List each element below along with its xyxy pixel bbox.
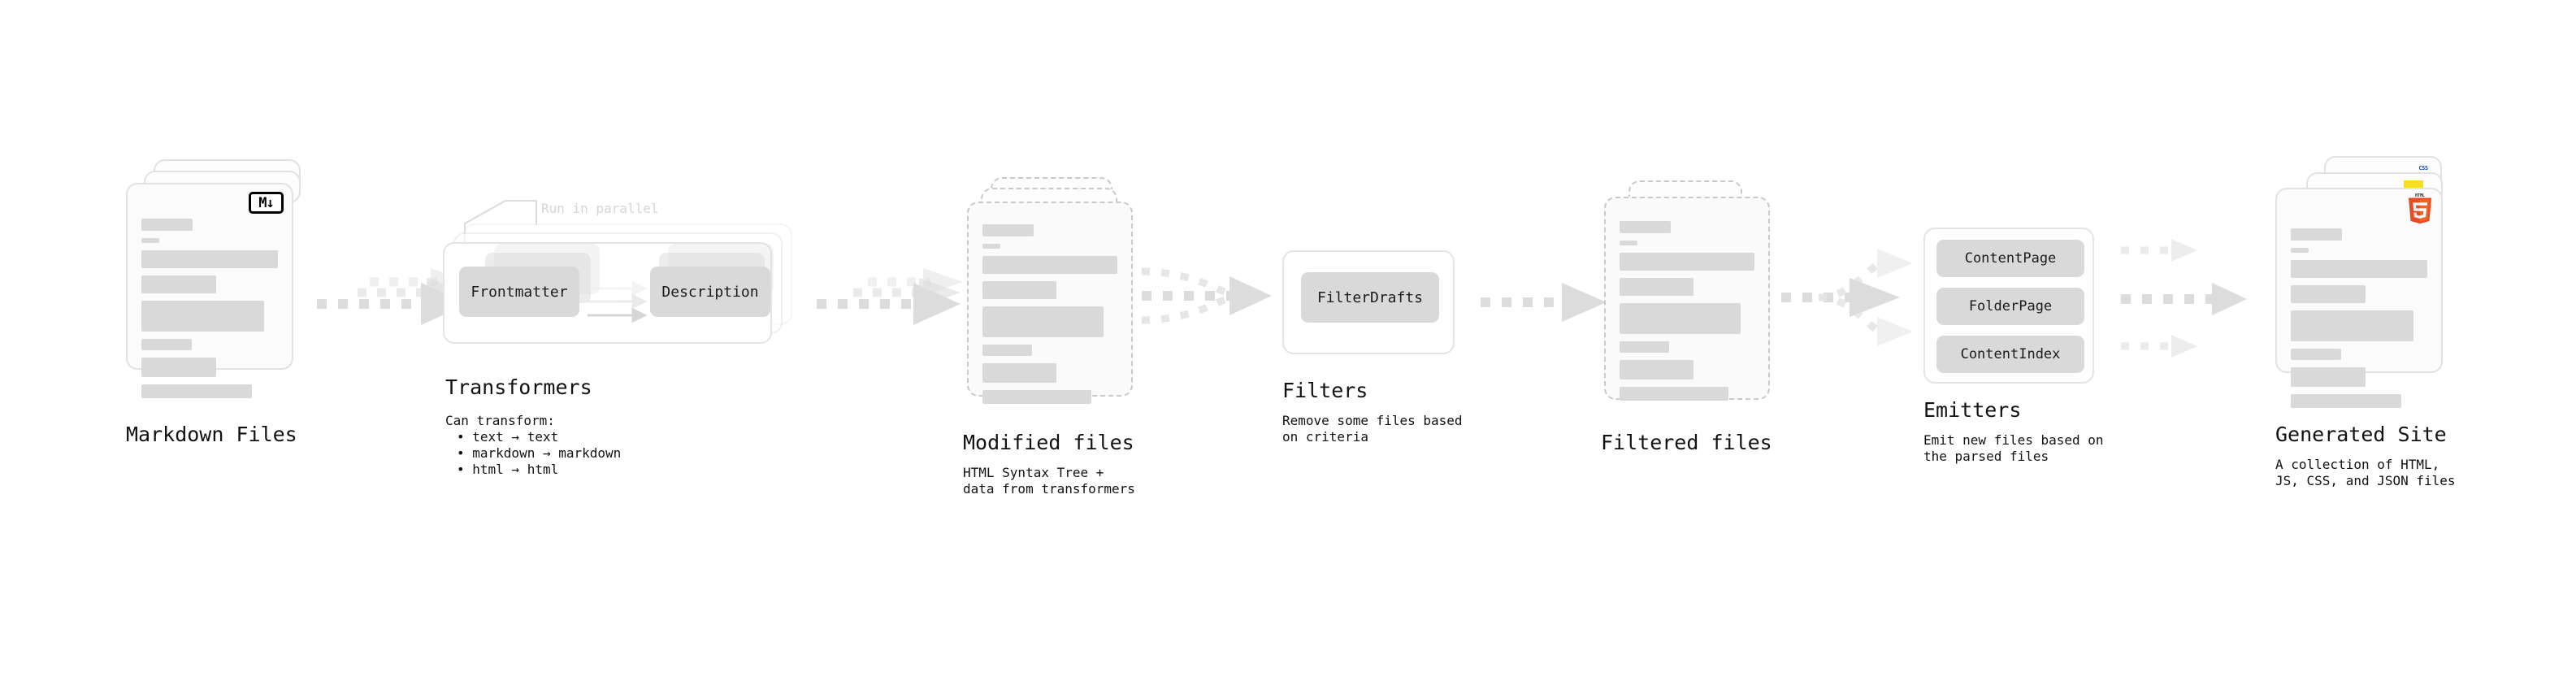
html5-badge-icon: HTML <box>2408 193 2432 224</box>
transformers-list: text → text markdown → markdown html → h… <box>445 429 621 478</box>
arrow-transformers-to-modified <box>817 268 963 325</box>
transformers-stack: Frontmatter Description <box>443 223 792 354</box>
filtered-file-placeholder-bars <box>1620 221 1754 408</box>
transformers-list-item: text → text <box>457 429 621 445</box>
modified-file-card-front <box>967 202 1133 404</box>
filtered-files-stack <box>1601 180 1776 401</box>
emitters-subtitle: Emit new files based on the parsed files <box>1923 432 2104 464</box>
transformers-list-item: html → html <box>457 462 621 478</box>
site-file-placeholder-bars <box>2291 228 2427 415</box>
markdown-file-card-front: M↓ <box>126 183 293 398</box>
chip-contentpage-label: ContentPage <box>1964 250 2057 267</box>
filtered-file-card-front <box>1604 197 1770 401</box>
arrow-filtered-to-emitters <box>1781 249 1913 346</box>
chip-folderpage[interactable]: FolderPage <box>1936 288 2084 325</box>
filtered-files-title: Filtered files <box>1601 431 1772 454</box>
chip-contentpage[interactable]: ContentPage <box>1936 240 2084 277</box>
arrow-emitters-to-site <box>2121 239 2247 358</box>
chip-filterdrafts-label: FilterDrafts <box>1316 288 1424 306</box>
generated-site-subtitle: A collection of HTML, JS, CSS, and JSON … <box>2275 457 2456 488</box>
filters-title: Filters <box>1282 379 1368 402</box>
markdown-files-title: Markdown Files <box>126 423 297 446</box>
chip-contentindex[interactable]: ContentIndex <box>1936 336 2084 373</box>
run-in-parallel-label: Run in parallel <box>541 201 659 216</box>
arrow-modified-to-filters <box>1141 267 1272 324</box>
chip-frontmatter-label: Frontmatter <box>471 283 568 301</box>
generated-site-title: Generated Site <box>2275 423 2447 446</box>
filters-box: FilterDrafts <box>1282 250 1455 354</box>
chip-filterdrafts[interactable]: FilterDrafts <box>1301 272 1439 323</box>
chip-folderpage-label: FolderPage <box>1968 298 2053 314</box>
transformers-capability-list: Can transform: text → text markdown → ma… <box>445 413 621 478</box>
transformer-inner-arrows <box>588 280 648 323</box>
emitters-box: ContentPage FolderPage ContentIndex <box>1923 228 2094 384</box>
emitters-title: Emitters <box>1923 398 2022 422</box>
transformers-list-item: markdown → markdown <box>457 445 621 462</box>
transformers-list-lead: Can transform: <box>445 413 555 428</box>
generated-site-stack: CSS HTML <box>2275 156 2458 408</box>
modified-file-placeholder-bars <box>982 224 1117 411</box>
filters-subtitle: Remove some files based on criteria <box>1282 413 1463 445</box>
markdown-files-stack: M↓ <box>126 159 301 398</box>
arrow-filters-to-filtered <box>1481 283 1607 322</box>
chip-description-label: Description <box>661 283 759 301</box>
markdown-badge-icon: M↓ <box>249 192 284 214</box>
modified-files-stack <box>963 177 1138 404</box>
css-badge-text: CSS <box>2418 165 2428 171</box>
transformers-title: Transformers <box>445 375 592 399</box>
chip-description[interactable]: Description <box>650 267 770 317</box>
site-file-card-front: HTML <box>2275 188 2443 408</box>
chip-contentindex-label: ContentIndex <box>1960 346 2061 362</box>
modified-files-title: Modified files <box>963 431 1134 454</box>
svg-text:HTML: HTML <box>2415 193 2425 198</box>
markdown-file-placeholder-bars <box>141 219 278 406</box>
chip-frontmatter[interactable]: Frontmatter <box>459 267 579 317</box>
modified-files-subtitle: HTML Syntax Tree + data from transformer… <box>963 465 1135 497</box>
markdown-badge-text: M↓ <box>258 194 275 211</box>
